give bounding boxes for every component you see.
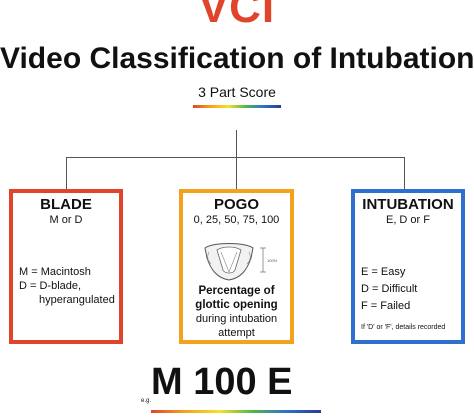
pogo-heading: POGO <box>213 196 259 213</box>
intubation-heading: INTUBATION <box>362 196 454 213</box>
intubation-box: INTUBATION E, D or F E = Easy D = Diffic… <box>351 189 465 344</box>
intubation-line-failed: F = Failed <box>361 300 411 312</box>
subtitle-underline <box>193 105 281 108</box>
intubation-line-difficult: D = Difficult <box>361 283 418 295</box>
connector-left <box>66 157 67 190</box>
blade-line-dblade: D = D-blade, <box>19 280 82 292</box>
intubation-note: If 'D' or 'F', details recorded <box>361 324 446 331</box>
blade-line-hyperangulated: hyperangulated <box>39 294 115 306</box>
blade-box: BLADE M or D M = Macintosh D = D-blade, … <box>9 189 123 344</box>
glottis-illustration: 100% <box>204 243 278 281</box>
page-title: Video Classification of Intubation <box>0 42 474 75</box>
pogo-box: POGO 0, 25, 50, 75, 100 100% Percentage … <box>179 189 294 344</box>
connector-bar <box>66 157 405 158</box>
pogo-desc-line-2: glottic opening <box>195 299 278 311</box>
pogo-desc-line-3: during intubation <box>195 313 278 325</box>
connector-middle <box>236 157 237 190</box>
intubation-line-easy: E = Easy <box>361 266 406 278</box>
blade-heading: BLADE <box>40 196 92 213</box>
pogo-options: 0, 25, 50, 75, 100 <box>193 214 280 226</box>
pogo-desc-line-1: Percentage of <box>198 285 275 297</box>
connector-stem <box>236 130 237 158</box>
vci-logo: VCI <box>198 0 276 32</box>
intubation-options: E, D or F <box>385 214 430 226</box>
pogo-scale-label: 100% <box>267 258 278 263</box>
subtitle: 3 Part Score <box>198 84 276 100</box>
example-score: M 100 E <box>151 361 293 403</box>
example-prefix: e.g. <box>141 398 152 404</box>
blade-options: M or D <box>49 214 83 226</box>
example-underline <box>151 410 321 413</box>
blade-line-macintosh: M = Macintosh <box>19 266 91 278</box>
connector-right <box>404 157 405 190</box>
pogo-desc-line-4: attempt <box>218 327 255 339</box>
